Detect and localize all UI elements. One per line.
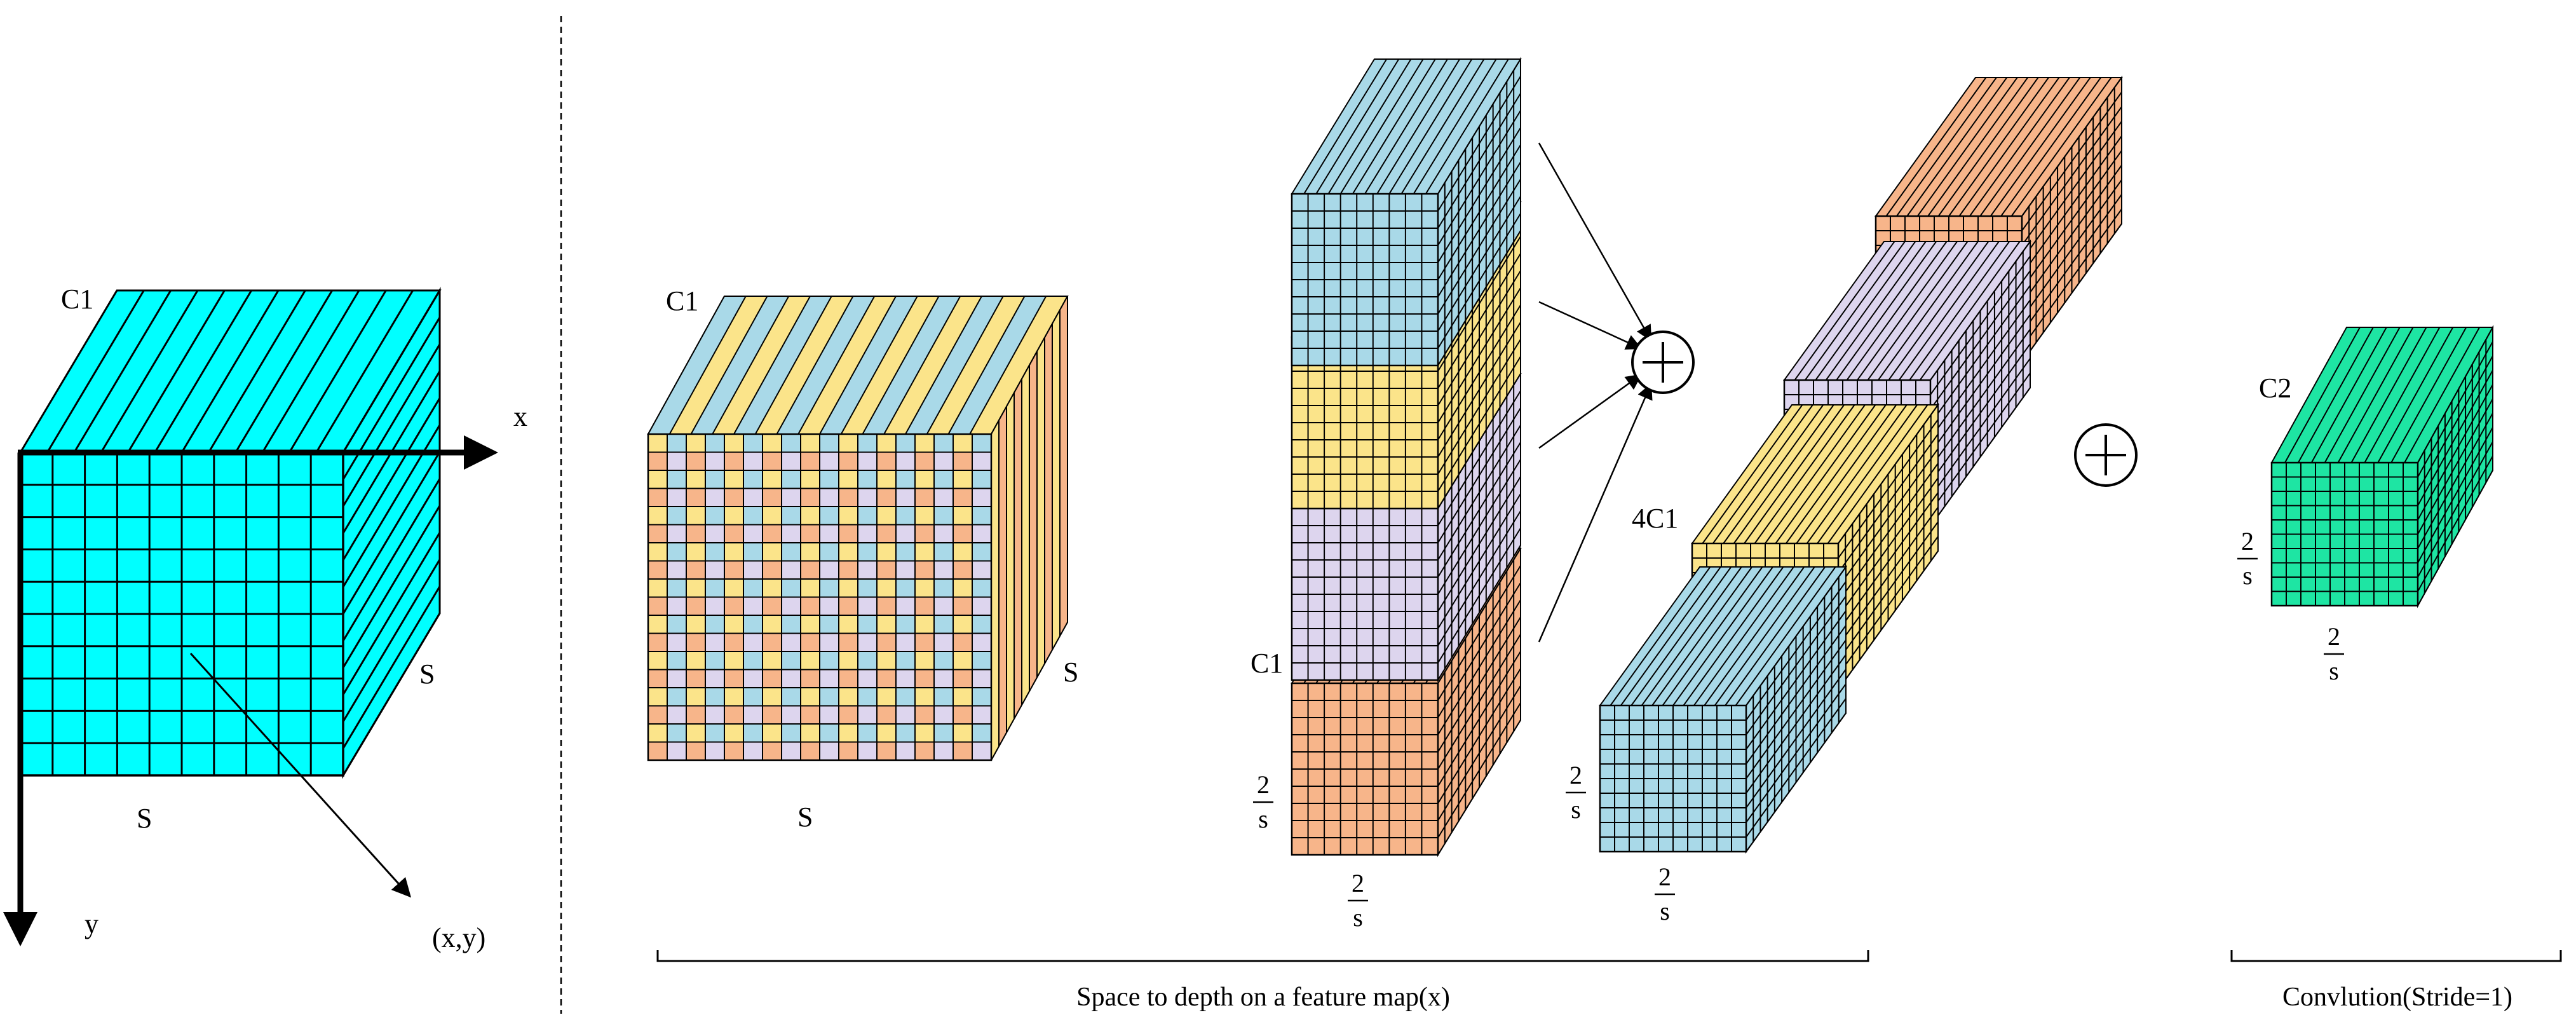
slices-channel-label: C1 bbox=[1251, 648, 1283, 679]
merge-arrow-3 bbox=[1538, 374, 1643, 449]
svg-text:s: s bbox=[2242, 561, 2253, 590]
space-to-depth-caption: Space to depth on a feature map(x) bbox=[1076, 983, 1450, 1012]
svg-text:s: s bbox=[1660, 897, 1670, 925]
svg-text:s: s bbox=[1258, 805, 1268, 833]
output-channel-label: C2 bbox=[2259, 372, 2291, 404]
panel1-channel-label: C1 bbox=[61, 283, 93, 315]
output-side-fraction: 2 s bbox=[2237, 527, 2258, 590]
y-axis-label: y bbox=[85, 908, 98, 939]
input-feature-map bbox=[18, 287, 442, 779]
stack-side-fraction: 2 s bbox=[1566, 761, 1586, 824]
slice-blue bbox=[1291, 57, 1522, 368]
panel1-width-label: S bbox=[137, 803, 152, 834]
convolution-plus-symbol bbox=[2074, 423, 2138, 487]
svg-text:2: 2 bbox=[1569, 761, 1582, 789]
svg-text:2: 2 bbox=[2328, 622, 2340, 651]
merge-arrow-2 bbox=[1538, 301, 1643, 350]
stack-channel-label: 4C1 bbox=[1632, 503, 1678, 534]
concatenated-stack bbox=[1599, 75, 2123, 854]
sub-map-slices bbox=[1291, 57, 1522, 857]
panel2-width-label: S bbox=[797, 801, 813, 833]
svg-text:2: 2 bbox=[1658, 862, 1671, 891]
merge-arrow-1 bbox=[1538, 142, 1652, 342]
merge-arrow-4 bbox=[1538, 383, 1653, 643]
input-cube bbox=[18, 287, 442, 779]
panel2-depth-label: S bbox=[1063, 657, 1078, 688]
point-pointer-arrow bbox=[189, 652, 412, 898]
svg-text:2: 2 bbox=[2241, 527, 2254, 555]
svg-text:s: s bbox=[1571, 795, 1581, 824]
interleaved-feature-map bbox=[647, 296, 1069, 761]
output-bottom-fraction: 2 s bbox=[2324, 622, 2344, 685]
stack-bottom-fraction: 2 s bbox=[1655, 862, 1675, 925]
svg-text:2: 2 bbox=[1257, 770, 1270, 799]
convolution-caption: Convlution(Stride=1) bbox=[2282, 983, 2512, 1012]
space-to-depth-bracket bbox=[656, 950, 1869, 962]
svg-text:2: 2 bbox=[1352, 869, 1364, 897]
convolution-bracket bbox=[2230, 950, 2562, 962]
panel1-depth-label: S bbox=[419, 658, 435, 690]
slices-bottom-fraction: 2 s bbox=[1348, 869, 1368, 932]
stack-blue bbox=[1599, 564, 1847, 854]
x-axis-label: x bbox=[513, 401, 527, 432]
panel2-channel-label: C1 bbox=[666, 285, 698, 317]
concatenate-symbol bbox=[1631, 331, 1695, 394]
point-coordinate-label: (x,y) bbox=[432, 922, 485, 953]
output-cube bbox=[2270, 325, 2494, 608]
interleaved-cube bbox=[647, 296, 1069, 761]
svg-text:s: s bbox=[2329, 657, 2339, 685]
svg-text:s: s bbox=[1353, 903, 1363, 932]
output-feature-map bbox=[2270, 325, 2494, 608]
slices-side-fraction: 2 s bbox=[1253, 770, 1273, 833]
